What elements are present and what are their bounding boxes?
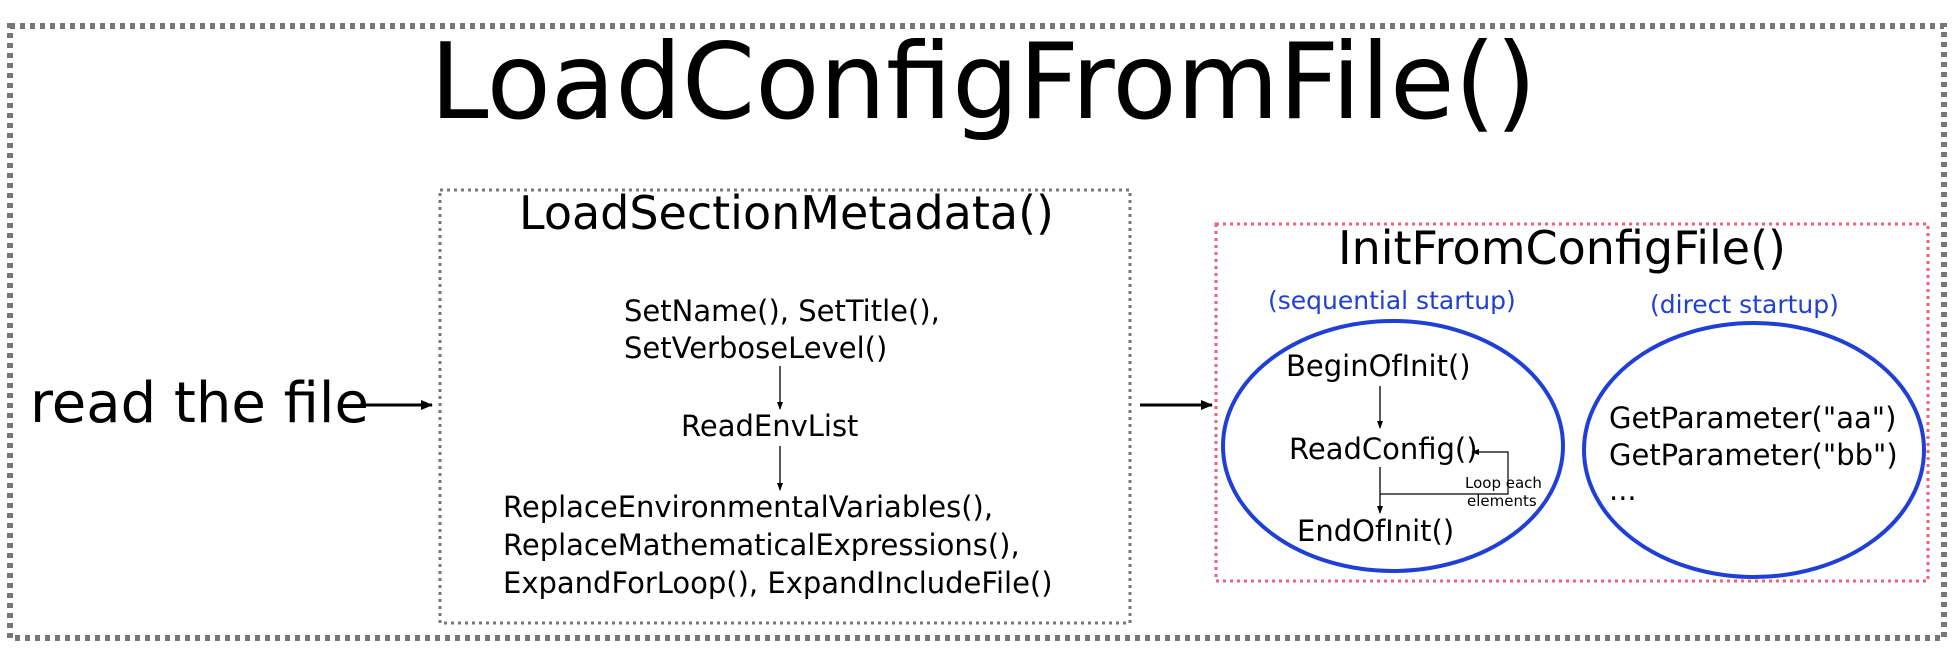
outer-frame: [7, 23, 1947, 641]
end-of-init-step: EndOfInit(): [1297, 514, 1455, 548]
read-the-file-label: read the file: [30, 371, 369, 436]
direct-startup-ellipse: [1582, 321, 1926, 579]
replace-math-step: ReplaceMathematicalExpressions(),: [503, 528, 1020, 562]
get-parameter-bb: GetParameter("bb"): [1609, 438, 1898, 472]
sequential-startup-label: (sequential startup): [1268, 286, 1516, 315]
read-env-list-step: ReadEnvList: [681, 409, 859, 443]
sequential-startup-ellipse: [1221, 319, 1565, 573]
section-metadata-title: LoadSectionMetadata(): [519, 186, 1054, 240]
replace-env-step: ReplaceEnvironmentalVariables(),: [503, 490, 994, 524]
section-metadata-frame: [438, 188, 1132, 625]
begin-of-init-step: BeginOfInit(): [1286, 349, 1471, 383]
loop-label-line2: elements: [1467, 492, 1537, 510]
set-verbose-step: SetVerboseLevel(): [624, 331, 888, 365]
init-from-config-frame: [1214, 222, 1930, 583]
page-title: LoadConfigFromFile(): [430, 21, 1537, 143]
direct-startup-label: (direct startup): [1650, 290, 1839, 319]
read-config-step: ReadConfig(): [1289, 432, 1478, 466]
set-name-step: SetName(), SetTitle(),: [624, 294, 940, 328]
get-parameter-aa: GetParameter("aa"): [1609, 401, 1897, 435]
init-from-config-title: InitFromConfigFile(): [1338, 221, 1786, 275]
expand-step: ExpandForLoop(), ExpandIncludeFile(): [503, 566, 1053, 600]
loop-label-line1: Loop each: [1465, 474, 1542, 492]
ellipsis-more: ...: [1609, 473, 1637, 507]
loop-arrow: [1380, 449, 1509, 495]
